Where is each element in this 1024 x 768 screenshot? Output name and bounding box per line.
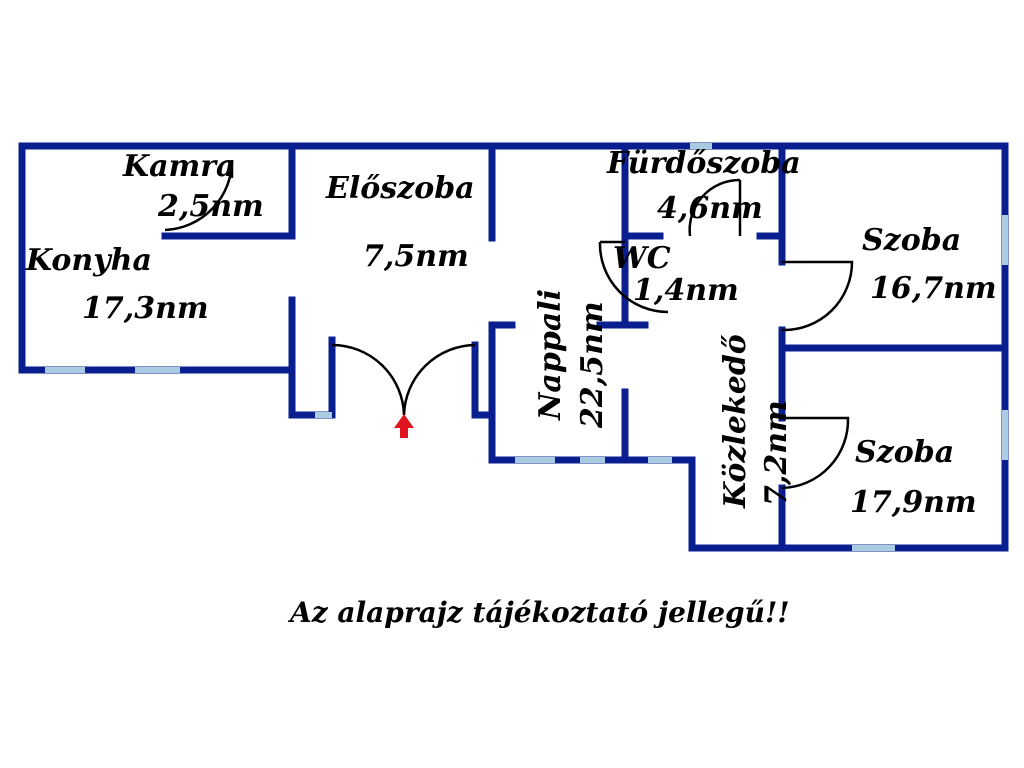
doors [164, 159, 854, 490]
room-name-szoba-2: Szoba [855, 435, 954, 470]
room-name-furdoszoba: Fürdőszoba [606, 146, 801, 181]
walls [18, 142, 1009, 552]
room-area-nappali: 22,5nm [575, 301, 610, 429]
kamra-door [164, 159, 234, 232]
entrance-door-right [402, 343, 476, 416]
room-area-furdoszoba: 4,6nm [657, 191, 763, 226]
bathroom-door [688, 178, 741, 237]
entrance-arrow-icon [394, 414, 414, 438]
room-name-kozlekedo: Közlekedő [718, 334, 753, 509]
wc-door [598, 241, 669, 314]
room-name-eloszoba: Előszoba [325, 171, 475, 206]
room-area-szoba-1: 16,7nm [870, 271, 997, 306]
room-area-kozlekedo: 7,2nm [759, 400, 794, 506]
room-area-kamra: 2,5nm [157, 189, 264, 224]
room-area-wc: 1,4nm [633, 273, 739, 308]
room1-door [781, 260, 854, 332]
room-name-konyha: Konyha [25, 243, 152, 278]
disclaimer-note: Az alaprajz tájékoztató jellegű!! [287, 596, 790, 629]
room-name-kamra: Kamra [122, 149, 236, 184]
room-area-szoba-2: 17,9nm [850, 485, 977, 520]
windows [45, 143, 1008, 551]
room-name-wc: WC [613, 241, 671, 276]
room-labels: Kamra 2,5nm Konyha 17,3nm Előszoba 7,5nm… [25, 146, 997, 520]
room-area-konyha: 17,3nm [82, 291, 209, 326]
entrance-door-left [331, 343, 406, 416]
room-name-nappali: Nappali [533, 289, 568, 421]
room2-door [781, 416, 850, 490]
room-area-eloszoba: 7,5nm [363, 239, 469, 274]
room-name-szoba-1: Szoba [862, 223, 961, 258]
